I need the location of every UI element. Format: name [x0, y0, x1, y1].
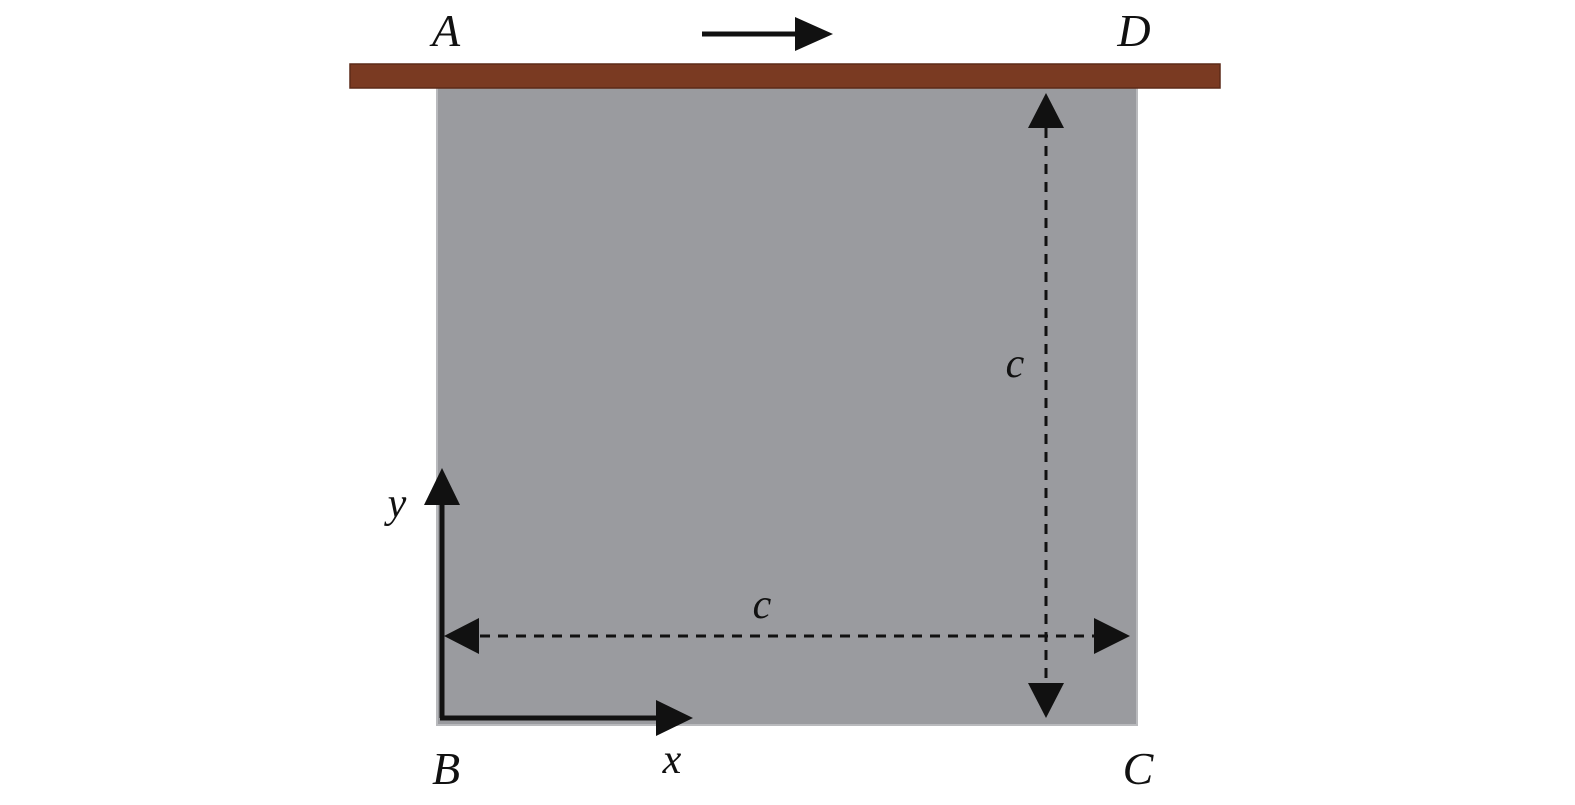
horizontal-dimension-right-arrowhead [1094, 618, 1130, 654]
fluid-region [436, 79, 1138, 726]
moving-plate [349, 63, 1221, 89]
vertical-dimension-top-arrowhead [1028, 93, 1064, 128]
corner-label-d: D [1116, 5, 1150, 56]
horizontal-dimension-left-arrowhead [444, 618, 479, 654]
vertical-dimension-bottom-arrowhead [1028, 683, 1064, 718]
motion-arrow-icon [702, 17, 833, 51]
x-axis-arrow-icon [656, 700, 693, 736]
y-axis-label: y [384, 481, 407, 527]
axes [424, 468, 693, 736]
horizontal-dimension [444, 618, 1130, 654]
corner-label-a: A [429, 5, 461, 56]
vertical-dimension [1028, 93, 1064, 718]
vertical-dimension-label: c [1006, 341, 1025, 387]
x-axis-label: x [662, 737, 682, 783]
y-axis-arrow-icon [424, 468, 460, 505]
corner-label-c: C [1123, 743, 1155, 794]
corner-label-b: B [432, 743, 460, 794]
horizontal-dimension-label: c [753, 582, 772, 628]
